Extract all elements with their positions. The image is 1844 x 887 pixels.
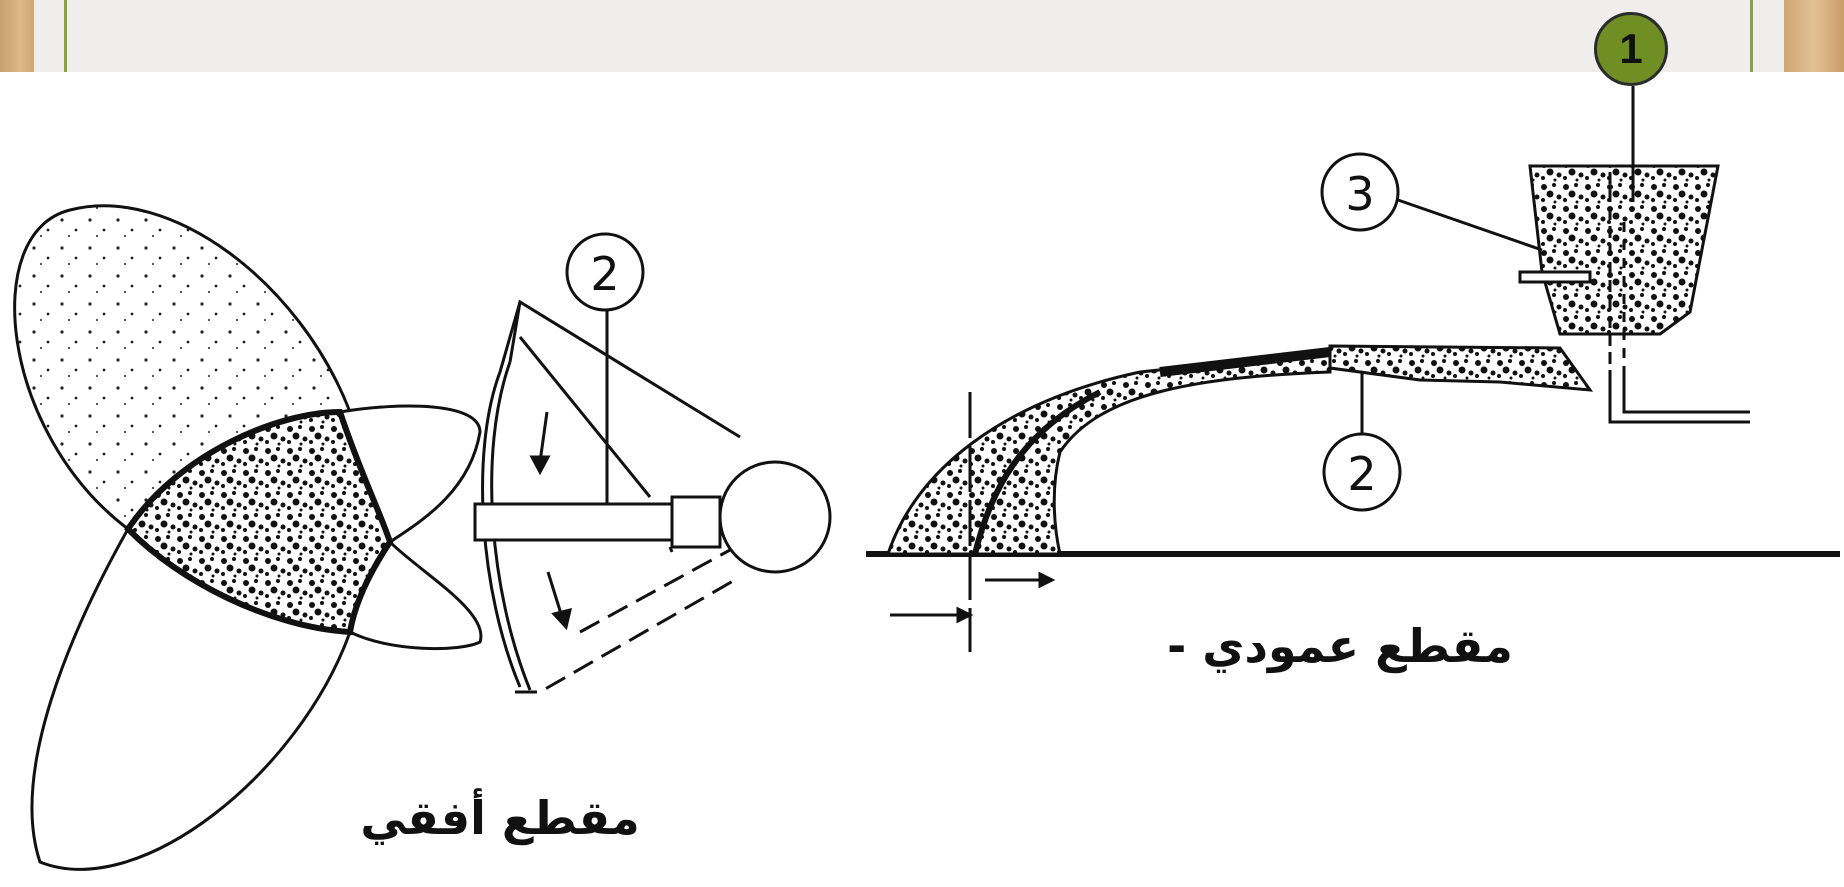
horizontal-section-label: مقطع أفقي [360,788,639,845]
svg-text:2: 2 [1347,447,1376,501]
wetted-overlap-area [124,408,394,636]
slide-background-strip [0,0,1844,72]
water-jet [885,347,1332,556]
horizontal-section-drawing [13,204,483,871]
vertical-section-label: مقطع عمودي - [1167,619,1513,673]
callout-badge-1: 1 [1594,12,1668,86]
callout-3: 3 [1320,152,1543,252]
callout-2-left: 2 [565,232,645,504]
nozzle-and-hopper [1328,164,1750,424]
svg-text:3: 3 [1345,167,1374,221]
badge-number: 1 [1619,25,1643,72]
frame-line-left [64,0,67,72]
throw-distance-marker [890,392,1056,652]
frame-line-right [1750,0,1753,72]
sprinkler-diagram: 2 مقطع أفقي 3 2 مقطع عمودي - [13,86,1840,871]
wood-border-right [1784,0,1844,72]
sprinkler-arm-top-view [473,299,832,694]
callout-2-right: 2 [1322,372,1402,512]
svg-text:2: 2 [590,247,619,301]
wood-border-left [0,0,34,72]
